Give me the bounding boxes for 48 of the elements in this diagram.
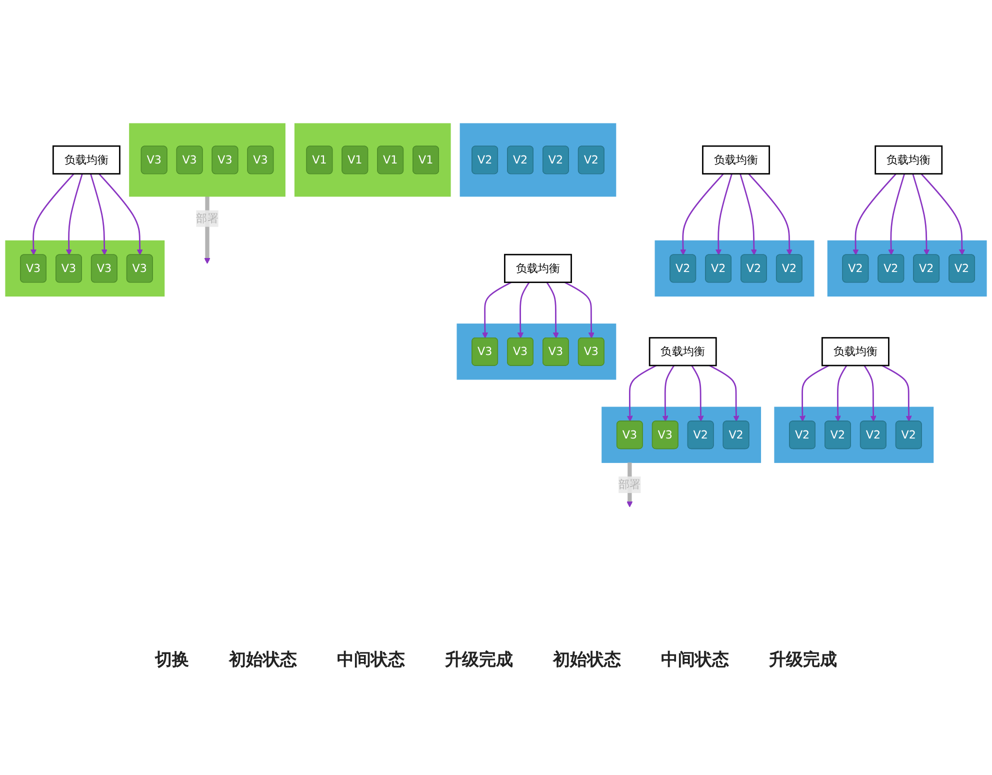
arrow: [864, 365, 876, 422]
node-box: 负载均衡: [702, 145, 770, 174]
arrow: [626, 364, 657, 422]
state-label: 中间状态: [337, 649, 405, 671]
state-label: 升级完成: [769, 649, 837, 671]
arrow: [90, 174, 108, 256]
node-box: 负载均衡: [648, 336, 717, 366]
arrow: [662, 365, 675, 422]
arrow: [920, 173, 966, 256]
arrow: [66, 174, 83, 256]
state-label: 初始状态: [553, 649, 621, 671]
cluster: [294, 123, 451, 197]
state-label: 中间状态: [661, 649, 729, 671]
node-box: 负载均衡: [504, 254, 572, 283]
arrow: [888, 174, 906, 256]
state-label: 初始状态: [229, 649, 297, 671]
arrow: [912, 174, 930, 256]
arrow: [799, 364, 830, 422]
cluster: [774, 406, 934, 463]
arrow: [852, 173, 897, 256]
arrow: [482, 282, 512, 338]
cluster: [827, 240, 987, 296]
arrow: [834, 365, 848, 422]
arrow: [546, 282, 559, 338]
arrow: [204, 196, 210, 264]
cluster: [460, 123, 616, 197]
arrow: [30, 173, 74, 256]
cluster: [5, 240, 165, 296]
arrow: [715, 174, 732, 256]
state-label: 升级完成: [445, 649, 513, 671]
cluster: [456, 323, 616, 380]
arrow: [691, 365, 704, 422]
arrow: [564, 282, 594, 338]
arrow: [709, 364, 740, 422]
arrow: [626, 462, 633, 508]
cluster: [602, 406, 762, 463]
arrow: [740, 174, 757, 256]
node-box: 负载均衡: [874, 145, 943, 174]
cluster: [129, 123, 286, 197]
node-box: 负载均衡: [52, 145, 120, 174]
state-label: 切换: [155, 649, 189, 671]
arrow: [517, 282, 530, 338]
arrow: [680, 173, 724, 256]
cluster: [654, 240, 814, 296]
arrow: [98, 173, 143, 256]
node-box: 负载均衡: [821, 336, 890, 366]
arrow: [882, 364, 912, 422]
arrow: [748, 173, 792, 256]
